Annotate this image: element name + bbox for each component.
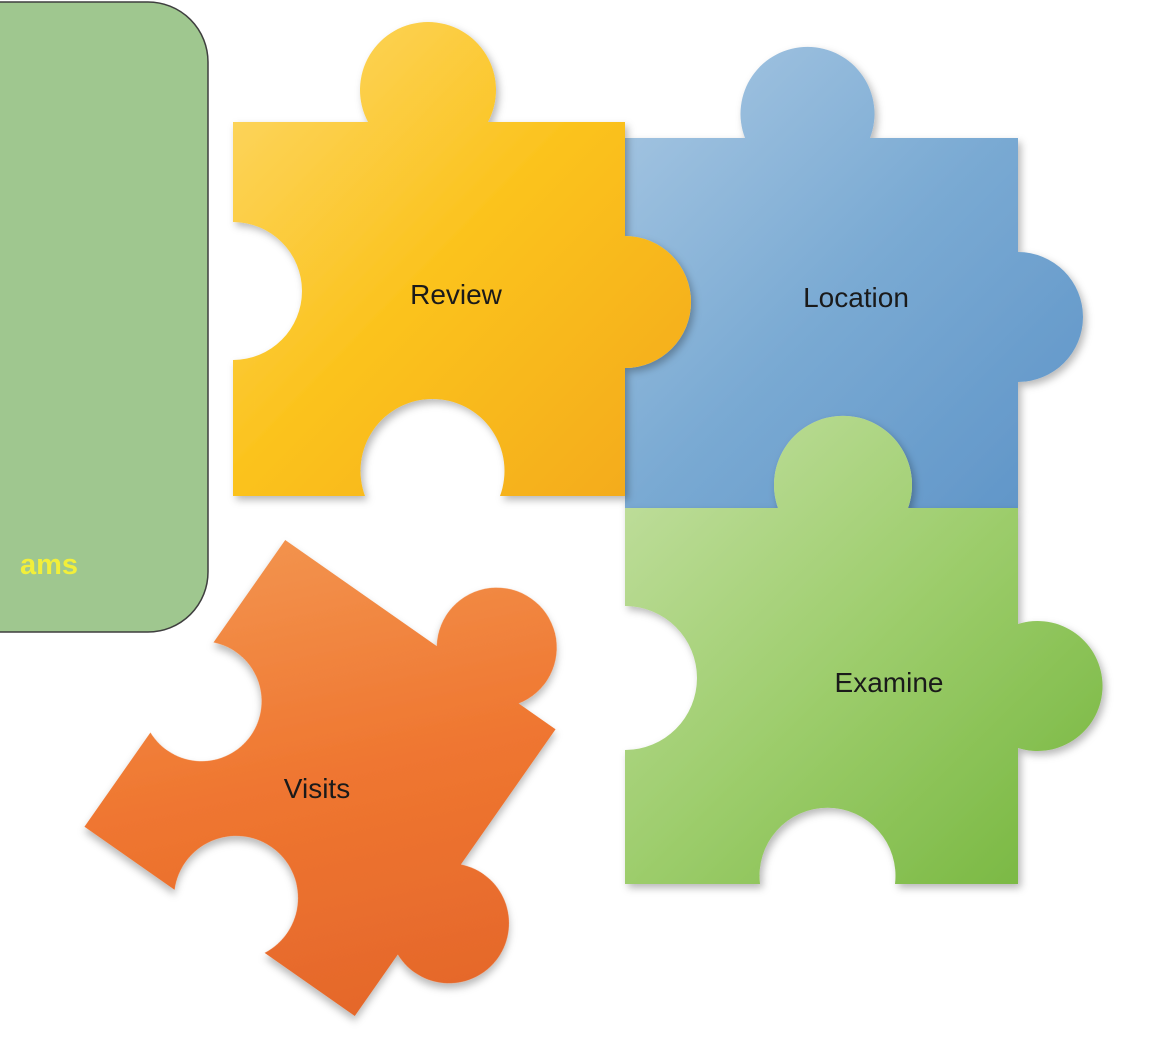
puzzle-piece-location-shape [625, 46, 1083, 508]
puzzle-piece-review [233, 22, 691, 496]
puzzle-piece-visits [84, 540, 557, 1016]
piece-label-review: Review [410, 279, 503, 310]
puzzle-piece-visits-shape [84, 540, 557, 1016]
text-panel-box [0, 1, 209, 633]
puzzle-piece-examine-shape [625, 415, 1103, 884]
panel-text: ams [20, 549, 78, 581]
text-panel: ams [0, 1, 209, 633]
puzzle-piece-review-shape [233, 22, 691, 496]
piece-label-location: Location [803, 282, 909, 313]
puzzle-piece-examine [625, 415, 1103, 884]
piece-label-visits: Visits [284, 773, 350, 804]
puzzle-piece-location [625, 46, 1083, 508]
piece-label-examine: Examine [835, 667, 944, 698]
